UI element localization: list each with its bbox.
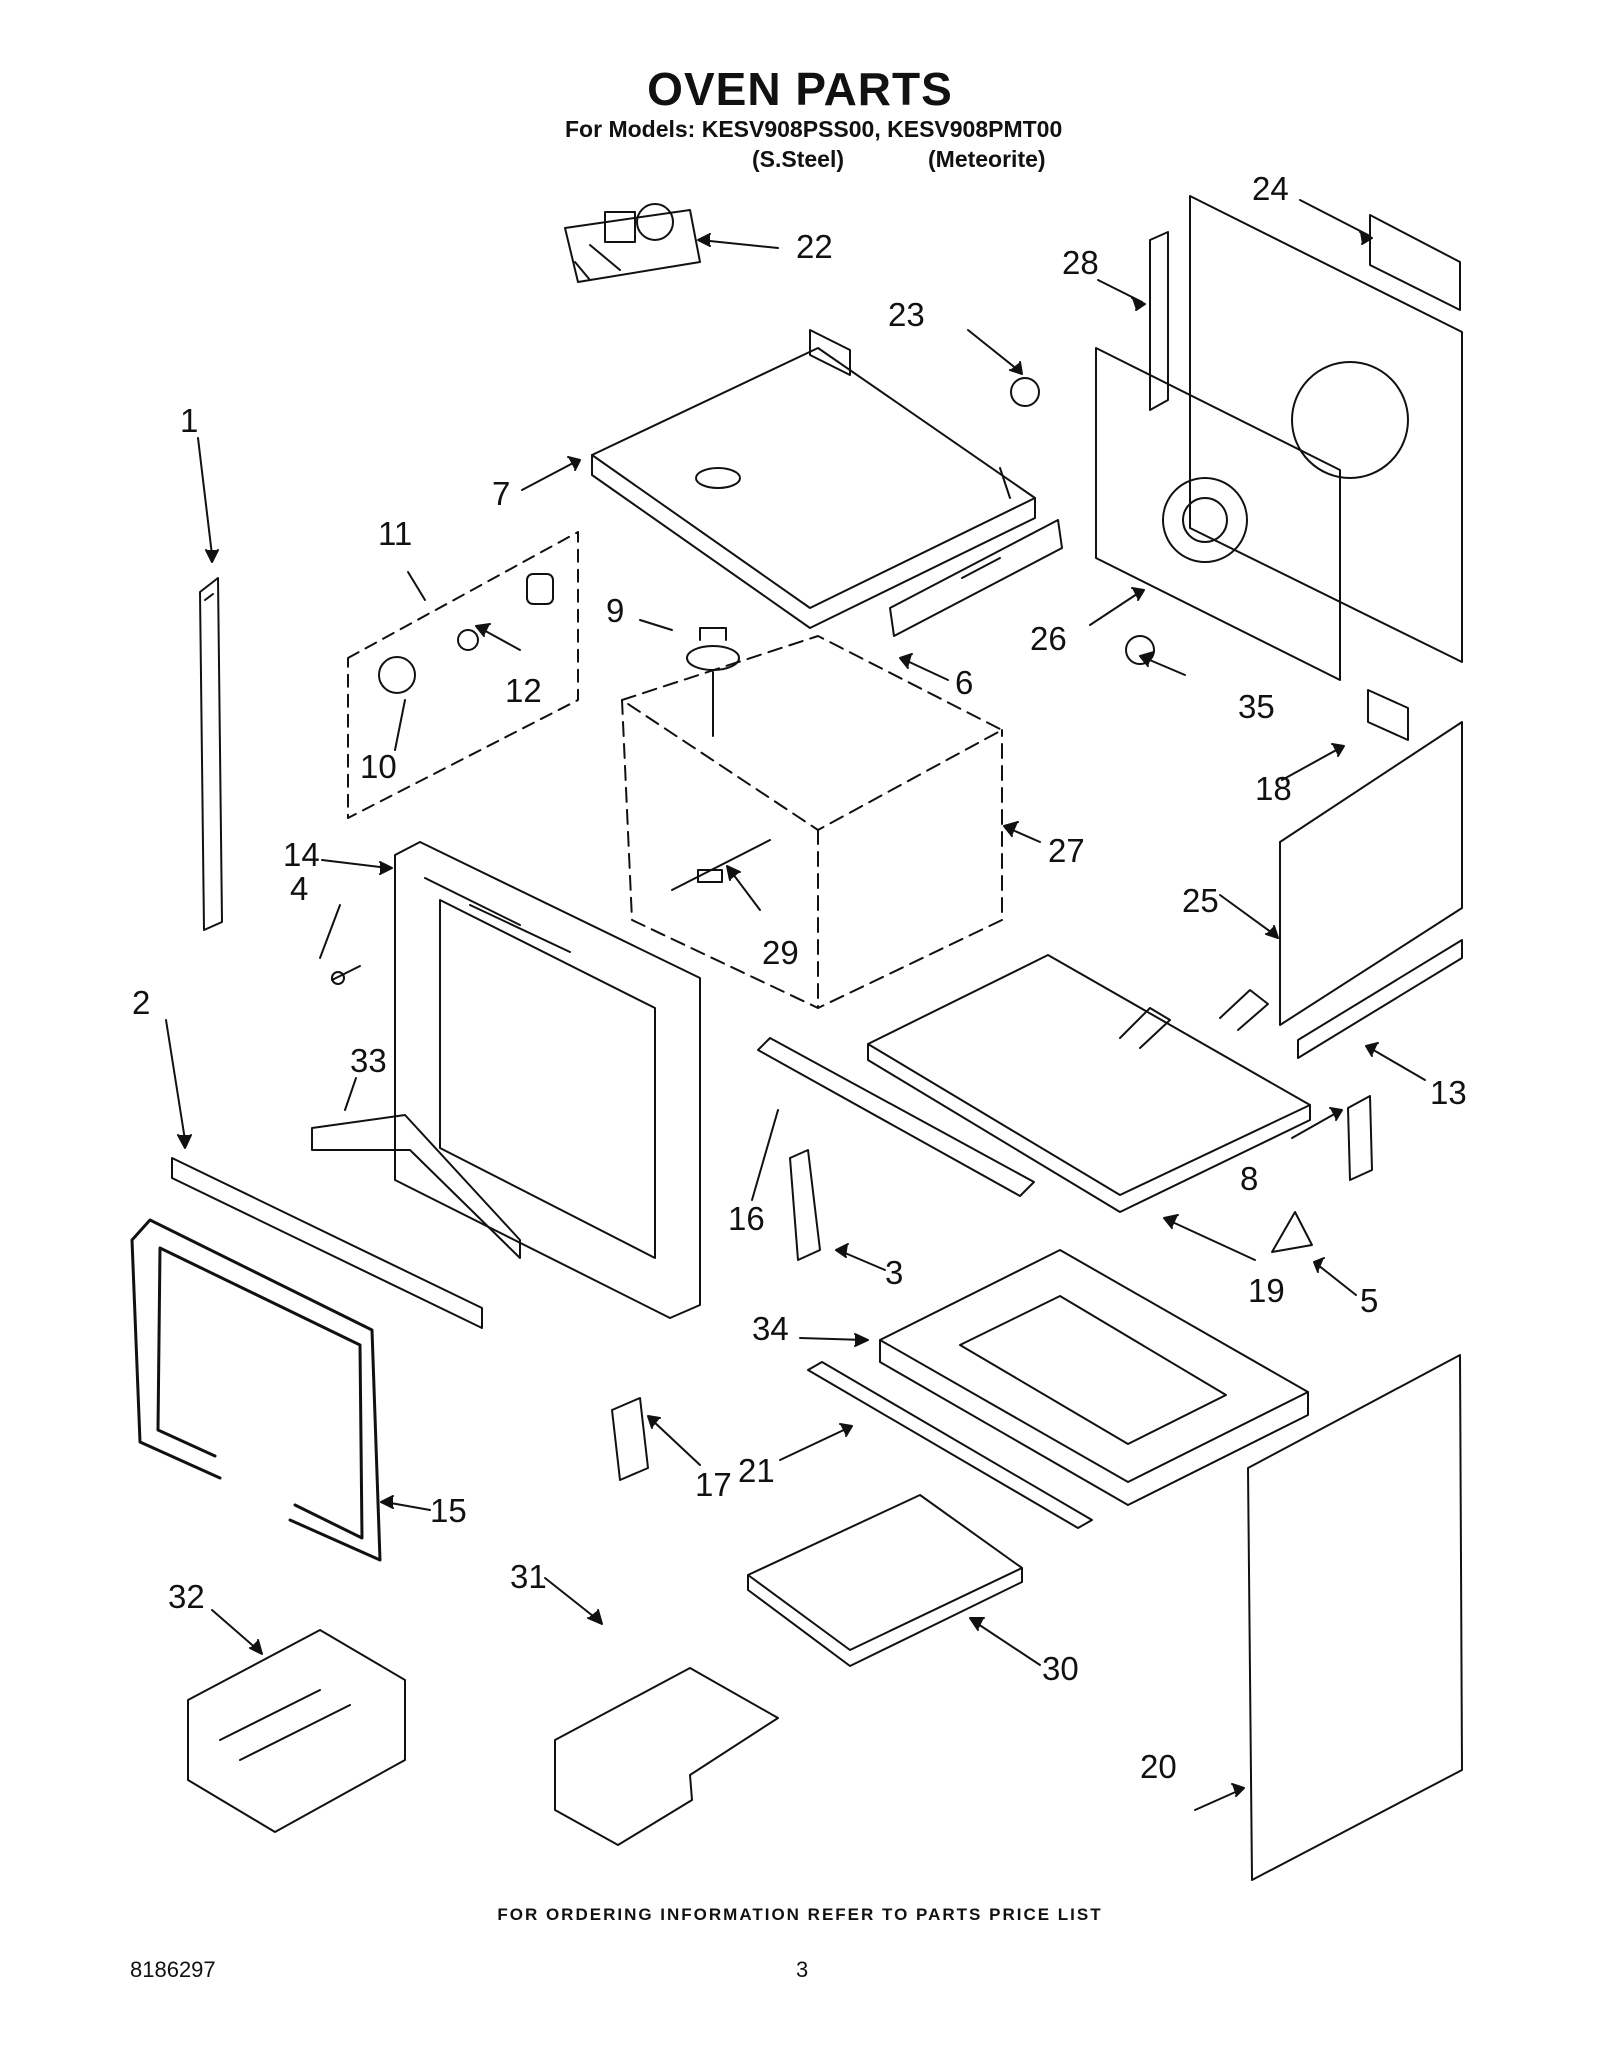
part-15-door-gasket — [130, 1218, 382, 1562]
callout-16: 16 — [728, 1200, 765, 1237]
callout-32: 32 — [168, 1578, 205, 1615]
ordering-note: FOR ORDERING INFORMATION REFER TO PARTS … — [497, 1905, 1103, 1924]
callout-14: 14 — [283, 836, 320, 873]
part-3-bracket — [789, 1149, 821, 1261]
part-18-bracket — [1367, 689, 1409, 741]
callout-25: 25 — [1182, 882, 1219, 919]
part-9-bake-element-terminal — [686, 627, 740, 737]
callout-24: 24 — [1252, 170, 1289, 207]
part-21-lower-strip — [807, 1361, 1093, 1529]
callout-21: 21 — [738, 1452, 775, 1489]
part-29-sensor — [671, 839, 771, 891]
callout-27: 27 — [1048, 832, 1085, 869]
callout-22: 22 — [796, 228, 833, 265]
part-14-front-frame — [394, 841, 701, 1319]
page-title: OVEN PARTS — [647, 63, 953, 115]
part-27-oven-cavity — [621, 635, 1003, 1009]
part-11-knob-kit — [347, 531, 579, 819]
part-35-thermal-fuse — [1125, 635, 1155, 665]
callout-11: 11 — [378, 515, 412, 552]
callout-17: 17 — [695, 1466, 732, 1503]
part-26-convection-panel — [1095, 347, 1341, 681]
part-24-cover-plate — [1369, 214, 1461, 311]
page-number: 3 — [796, 1957, 809, 1982]
callout-7: 7 — [492, 475, 510, 512]
part-32-control-board — [187, 1629, 406, 1833]
part-22-latch-motor — [564, 203, 701, 283]
part-16-vent-trim — [757, 1037, 1035, 1197]
callout-19: 19 — [1248, 1272, 1285, 1309]
callout-6: 6 — [955, 664, 973, 701]
callout-29: 29 — [762, 934, 799, 971]
part-20-side-panel — [1247, 1354, 1463, 1881]
callout-23: 23 — [888, 296, 925, 333]
callout-26: 26 — [1030, 620, 1067, 657]
callout-3: 3 — [885, 1254, 903, 1291]
part-28-rear-panel — [1149, 195, 1463, 663]
callout-10: 10 — [360, 748, 397, 785]
callout-34: 34 — [752, 1310, 789, 1347]
callout-9: 9 — [606, 592, 624, 629]
part-19-bottom-shield — [867, 954, 1311, 1213]
callout-30: 30 — [1042, 1650, 1079, 1687]
models-line: For Models: KESV908PSS00, KESV908PMT00 — [565, 116, 1063, 142]
callout-28: 28 — [1062, 244, 1099, 281]
part-23-thermal-fuse — [1010, 377, 1040, 407]
finish-label-meteorite: (Meteorite) — [928, 146, 1046, 172]
callout-13: 13 — [1430, 1074, 1467, 1111]
finish-label-steel: (S.Steel) — [752, 146, 845, 172]
callout-20: 20 — [1140, 1748, 1177, 1785]
callout-31: 31 — [510, 1558, 547, 1595]
callout-18: 18 — [1255, 770, 1292, 807]
callout-5: 5 — [1360, 1282, 1378, 1319]
callout-1: 1 — [180, 402, 198, 439]
callout-4: 4 — [290, 870, 308, 907]
part-2-bottom-trim — [171, 1157, 483, 1329]
part-5-hinge-plate — [1271, 1211, 1313, 1253]
part-7-top-shield — [591, 329, 1036, 629]
leader-lines — [165, 199, 1426, 1811]
part-8-hinge-bracket — [1347, 1095, 1373, 1181]
callout-2: 2 — [132, 984, 150, 1021]
part-30-tray — [747, 1494, 1023, 1667]
callout-15: 15 — [430, 1492, 467, 1529]
callout-35: 35 — [1238, 688, 1275, 725]
part-34-lower-frame — [879, 1249, 1309, 1506]
document-number: 8186297 — [130, 1957, 216, 1982]
callout-33: 33 — [350, 1042, 387, 1079]
part-13-strip — [1297, 939, 1463, 1059]
part-25-side-panel — [1279, 721, 1463, 1026]
callout-12: 12 — [505, 672, 542, 709]
part-1-trim-strip — [199, 577, 223, 931]
callout-8: 8 — [1240, 1160, 1258, 1197]
part-6-control-bracket — [889, 519, 1063, 637]
part-4-screw — [331, 965, 361, 985]
part-33-duct — [311, 1114, 521, 1259]
callout-labels: 1 2 3 4 5 6 7 8 9 10 11 12 13 14 15 16 1… — [132, 170, 1467, 1785]
part-31-tray — [554, 1667, 779, 1846]
part-17-clip — [611, 1397, 649, 1481]
